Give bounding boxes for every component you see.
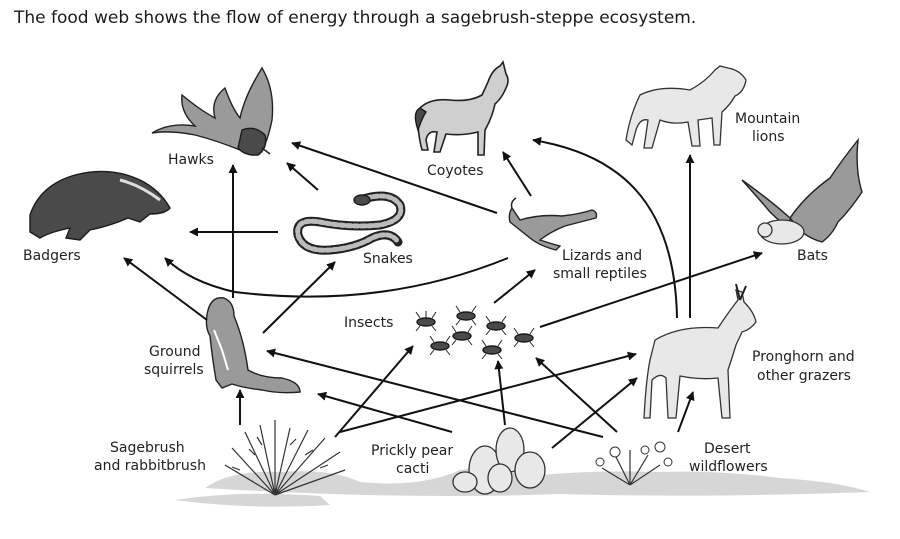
label-sagebrush-1: Sagebrush	[110, 440, 185, 456]
arrow-squirrels-to-badgers	[123, 257, 208, 321]
label-prickly-pear-2: cacti	[396, 461, 429, 477]
arrow-snakes-to-hawks	[286, 162, 319, 191]
arrow-cacti-to-pronghorn	[551, 377, 638, 449]
ground-squirrel-icon	[205, 297, 301, 394]
prickly-pear-icon	[452, 427, 546, 495]
label-lizards-2: small reptiles	[553, 266, 647, 282]
diagram-title: The food web shows the flow of energy th…	[14, 8, 697, 28]
label-badgers: Badgers	[23, 248, 81, 264]
arrow-sagebrush-to-pronghorn	[339, 351, 637, 433]
arrow-wildflowers-to-squirrels	[266, 348, 604, 438]
arrow-cacti-to-insects	[494, 360, 506, 426]
arrow-squirrels-to-snakes	[262, 261, 336, 334]
label-pronghorn-1: Pronghorn and	[752, 349, 855, 365]
label-ground-squirrels-2: squirrels	[144, 362, 204, 378]
arrow-lizards-to-coyotes	[502, 151, 532, 197]
wildflowers-icon	[595, 441, 673, 486]
label-mountain-lions-2: lions	[752, 129, 785, 145]
label-snakes: Snakes	[363, 251, 413, 267]
sagebrush-icon	[224, 420, 346, 496]
label-pronghorn-2: other grazers	[757, 368, 851, 384]
mountain-lion-icon	[625, 65, 747, 149]
insects-icon	[415, 305, 535, 360]
hawk-icon	[151, 66, 274, 156]
snake-icon	[293, 191, 406, 255]
coyote-icon	[414, 60, 509, 156]
arrow-cacti-to-squirrels	[317, 391, 453, 433]
arrow-insects-to-bats	[539, 251, 763, 328]
arrow-pronghorn-to-coyotes	[532, 136, 678, 319]
pronghorn-icon	[643, 283, 757, 419]
label-sagebrush-2: and rabbitbrush	[94, 458, 206, 474]
label-mountain-lions-1: Mountain	[735, 111, 800, 127]
energy-flow-arrows	[123, 136, 763, 449]
label-lizards-1: Lizards and	[562, 248, 642, 264]
arrow-wildflowers-to-insects	[535, 357, 618, 433]
bat-icon	[741, 137, 863, 245]
arrow-lizards-to-hawks	[291, 141, 498, 214]
labels: Hawks Coyotes Mountain lions Bats Badger…	[23, 111, 855, 477]
label-bats: Bats	[797, 248, 828, 264]
lizard-icon	[508, 197, 598, 251]
arrow-sagebrush-to-insects	[334, 345, 414, 438]
label-insects: Insects	[344, 315, 393, 331]
label-ground-squirrels-1: Ground	[149, 344, 201, 360]
arrow-wildflowers-to-pronghorn	[677, 391, 695, 433]
label-wildflowers-1: Desert	[704, 441, 751, 457]
label-hawks: Hawks	[168, 152, 214, 168]
label-coyotes: Coyotes	[427, 163, 484, 179]
badger-icon	[29, 170, 171, 241]
label-prickly-pear-1: Prickly pear	[371, 443, 453, 459]
arrow-insects-to-lizards	[493, 269, 536, 304]
label-wildflowers-2: wildflowers	[689, 459, 768, 475]
arrow-lizards-to-badgers	[164, 257, 509, 298]
